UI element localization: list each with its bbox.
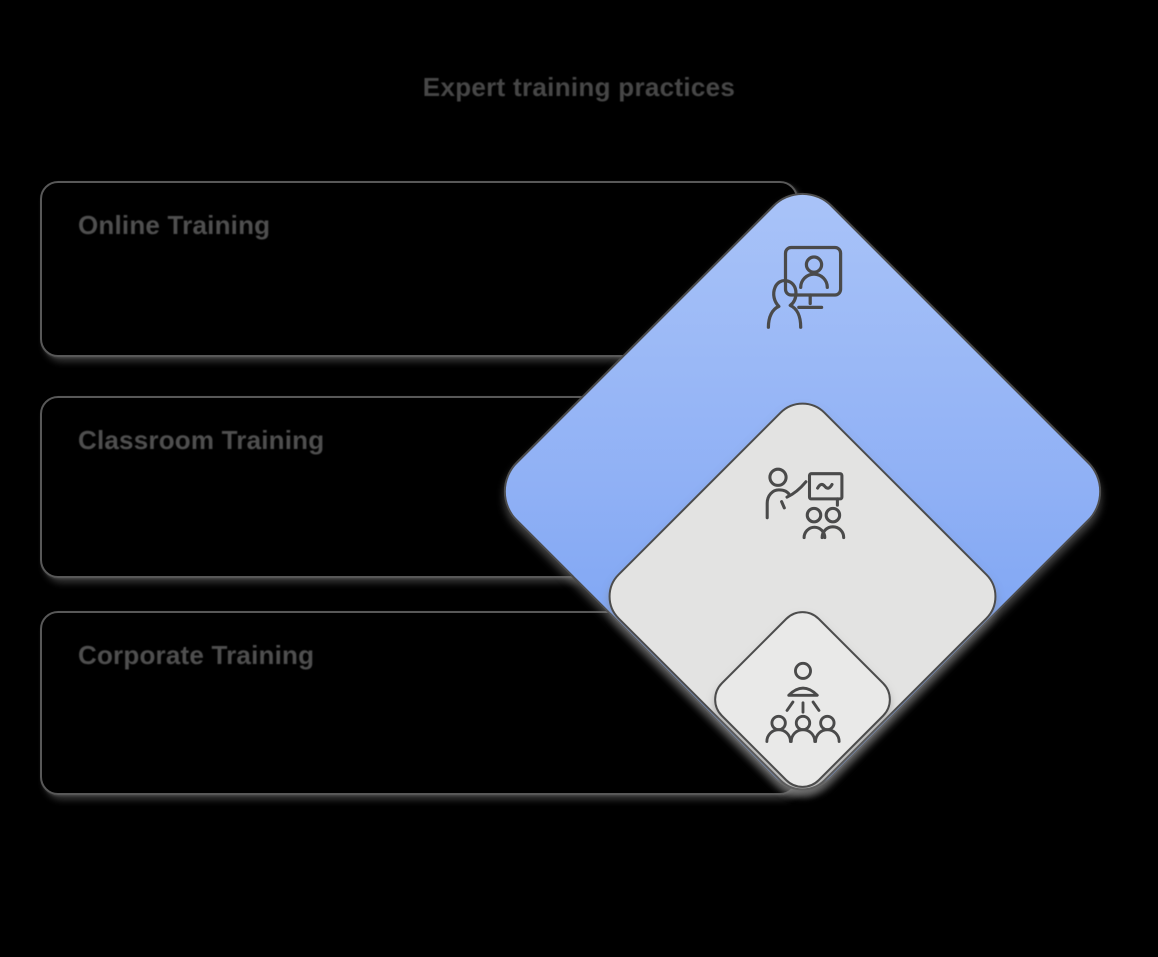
info-box-online-training: Online Training (40, 181, 798, 357)
box-label-corporate-training: Corporate Training (78, 640, 315, 670)
presenter-with-audience-icon (761, 660, 845, 744)
online-meeting-screen-icon (757, 238, 852, 333)
info-box-corporate-training: Corporate Training (40, 611, 798, 795)
box-label-online-training: Online Training (78, 210, 271, 240)
box-label-classroom-training: Classroom Training (78, 425, 325, 455)
info-box-classroom-training: Classroom Training (40, 396, 798, 578)
teacher-board-students-icon (760, 462, 850, 552)
page-title: Expert training practices (422, 72, 736, 102)
